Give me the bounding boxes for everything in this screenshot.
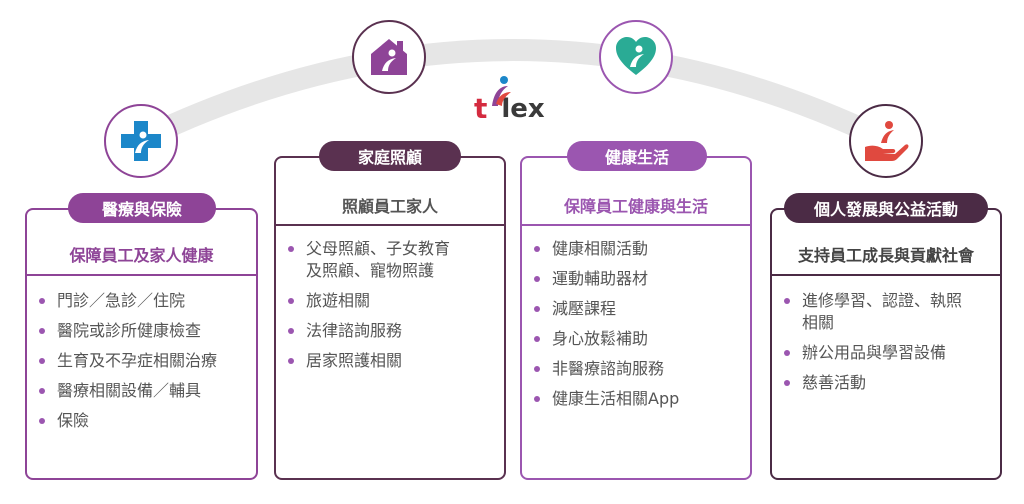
health-icon-circle	[599, 20, 673, 94]
personal-divider	[772, 274, 1000, 276]
medical-icon-circle	[104, 104, 178, 178]
personal-development-card: 支持員工成長與貢獻社會 進修學習、認證、執照 相關 辦公用品與學習設備 慈善活動	[770, 208, 1002, 480]
medical-cross-icon	[121, 121, 161, 161]
list-item: 及照顧、寵物照護	[306, 261, 435, 280]
healthy-living-card: 保障員工健康與生活 健康相關活動 運動輔助器材 減壓課程 身心放鬆補助 非醫療諮…	[520, 156, 752, 480]
list-item: 慈善活動	[782, 372, 962, 394]
logo-letters-lex: lex	[501, 94, 545, 124]
list-item: 非醫療諮詢服務	[532, 358, 679, 380]
health-list: 健康相關活動 運動輔助器材 減壓課程 身心放鬆補助 非醫療諮詢服務 健康生活相關…	[532, 238, 679, 418]
list-item: 旅遊相關	[286, 290, 450, 312]
family-title-pill: 家庭照顧	[319, 141, 461, 171]
family-care-card: 照顧員工家人 父母照顧、子女教育 及照顧、寵物照護 旅遊相關 法律諮詢服務 居家…	[274, 156, 506, 480]
list-item: 健康生活相關App	[532, 388, 679, 410]
list-item: 辦公用品與學習設備	[782, 342, 962, 364]
list-item: 居家照護相關	[286, 350, 450, 372]
list-item: 醫院或診所健康檢查	[37, 320, 217, 342]
heart-icon	[616, 37, 656, 75]
list-item: 生育及不孕症相關治療	[37, 350, 217, 372]
medical-list: 門診／急診／住院 醫院或診所健康檢查 生育及不孕症相關治療 醫療相關設備／輔具 …	[37, 290, 217, 440]
family-list: 父母照顧、子女教育 及照顧、寵物照護 旅遊相關 法律諮詢服務 居家照護相關	[286, 238, 450, 380]
family-subtitle: 照顧員工家人	[341, 197, 438, 216]
helping-hand-icon	[865, 121, 909, 161]
list-item: 門診／急診／住院	[37, 290, 217, 312]
personal-title-pill: 個人發展與公益活動	[784, 193, 988, 223]
health-divider	[522, 224, 750, 226]
health-title-pill: 健康生活	[567, 141, 707, 171]
personal-list: 進修學習、認證、執照 相關 辦公用品與學習設備 慈善活動	[782, 290, 962, 402]
list-item: 進修學習、認證、執照	[782, 290, 962, 312]
list-item: 醫療相關設備／輔具	[37, 380, 217, 402]
list-item: 保險	[37, 410, 217, 432]
tflex-logo: t lex	[474, 76, 564, 125]
list-item: 父母照顧、子女教育	[286, 238, 450, 260]
list-item: 減壓課程	[532, 298, 679, 320]
list-item: 身心放鬆補助	[532, 328, 679, 350]
medical-divider	[27, 274, 256, 276]
list-item: 運動輔助器材	[532, 268, 679, 290]
logo-letter-t: t	[474, 92, 488, 125]
list-item: 相關	[802, 313, 835, 332]
medical-subtitle: 保障員工及家人健康	[69, 246, 214, 265]
logo-figure-icon	[492, 76, 511, 106]
list-item: 健康相關活動	[532, 238, 679, 260]
medical-title-pill: 醫療與保險	[68, 193, 216, 223]
list-item: 法律諮詢服務	[286, 320, 450, 342]
medical-insurance-card: 保障員工及家人健康 門診／急診／住院 醫院或診所健康檢查 生育及不孕症相關治療 …	[25, 208, 258, 480]
personal-icon-circle	[849, 104, 923, 178]
home-icon	[371, 39, 407, 75]
health-subtitle: 保障員工健康與生活	[563, 197, 708, 216]
personal-subtitle: 支持員工成長與貢獻社會	[797, 246, 974, 265]
family-divider	[276, 224, 504, 226]
family-icon-circle	[352, 20, 426, 94]
